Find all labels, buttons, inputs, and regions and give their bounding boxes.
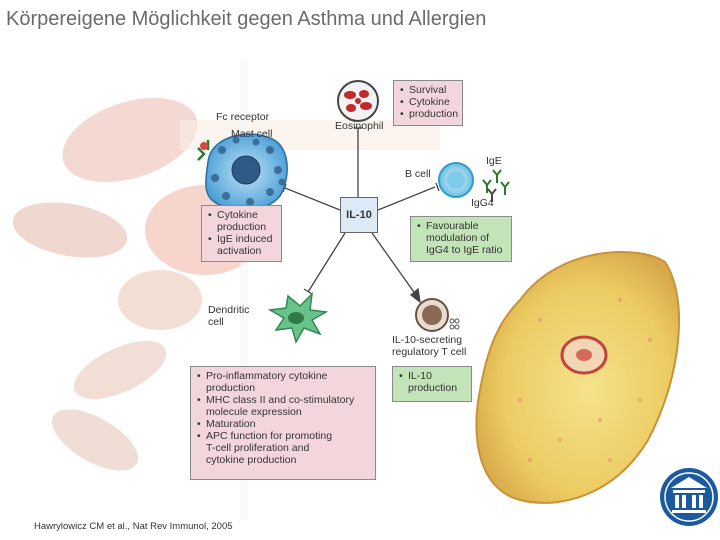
bcell-effect-cont: IgG4 to IgE ratio: [426, 244, 503, 256]
fc-receptor-label: Fc receptor: [216, 111, 270, 123]
page-title: Körpereigene Möglichkeit gegen Asthma un…: [6, 8, 487, 30]
dendritic-effect-cont: cytokine production: [206, 454, 297, 466]
eosinophil-label: Eosinophil: [335, 120, 384, 132]
arrows: [282, 127, 440, 304]
dendritic-effect: Pro-inflammatory cytokine: [197, 370, 370, 382]
mast-effect-cont: production: [217, 221, 267, 233]
dendritic-effect-cont: T-cell proliferation and: [206, 442, 310, 454]
treg-label-1: IL-10-secreting: [392, 334, 463, 346]
dendritic-effects-box: Pro-inflammatory cytokine production MHC…: [190, 366, 376, 480]
il10-center-box: IL-10: [340, 197, 378, 233]
dendritic-effect: MHC class II and co-stimulatory: [197, 394, 370, 406]
b-cell-effects-box: Favourable modulation of IgG4 to IgE rat…: [410, 216, 512, 262]
eosinophil-cell: [337, 80, 379, 122]
b-cell-label: B cell: [405, 168, 431, 180]
bcell-effect: Favourable: [417, 220, 506, 232]
citation: Hawrylowicz CM et al., Nat Rev Immunol, …: [34, 521, 233, 532]
dendritic-cell-label-2: cell: [208, 316, 224, 328]
ige-label: IgE: [486, 155, 502, 167]
dendritic-effect: APC function for promoting: [197, 430, 370, 442]
institution-columns-icon: [660, 468, 718, 526]
igg4-label: IgG4: [471, 197, 494, 209]
mast-cell-label: Mast cell: [231, 128, 273, 140]
dendritic-effect-cont: molecule expression: [206, 406, 302, 418]
mast-effect: IgE induced: [208, 233, 276, 245]
eosinophil-effect: production: [400, 108, 458, 120]
dendritic-cell: [267, 291, 329, 344]
eosinophil-effects-box: Survival Cytokine production: [393, 80, 463, 126]
b-cell: [438, 162, 474, 198]
bcell-effect-cont: modulation of: [426, 232, 490, 244]
regulatory-t-cell: [415, 298, 460, 332]
mast-cell: [197, 133, 288, 211]
eosinophil-effect: Cytokine: [400, 96, 457, 108]
treg-label-2: regulatory T cell: [392, 346, 467, 358]
treg-effect-cont: production: [408, 382, 458, 394]
treg-effect: IL-10: [399, 370, 466, 382]
mast-effect-cont: activation: [217, 245, 262, 257]
mast-cell-effects-box: Cytokine production IgE induced activati…: [201, 205, 282, 262]
fc-receptor-icon: [197, 140, 210, 161]
dendritic-cell-label-1: Dendritic: [208, 304, 250, 316]
dendritic-effect-cont: production: [206, 382, 256, 394]
treg-effects-box: IL-10 production: [392, 366, 472, 402]
tissue-section: [475, 251, 680, 504]
dendritic-effect: Maturation: [197, 418, 370, 430]
antibody-icons: [482, 169, 510, 202]
eosinophil-effect: Survival: [400, 84, 457, 96]
mast-effect: Cytokine: [208, 209, 276, 221]
